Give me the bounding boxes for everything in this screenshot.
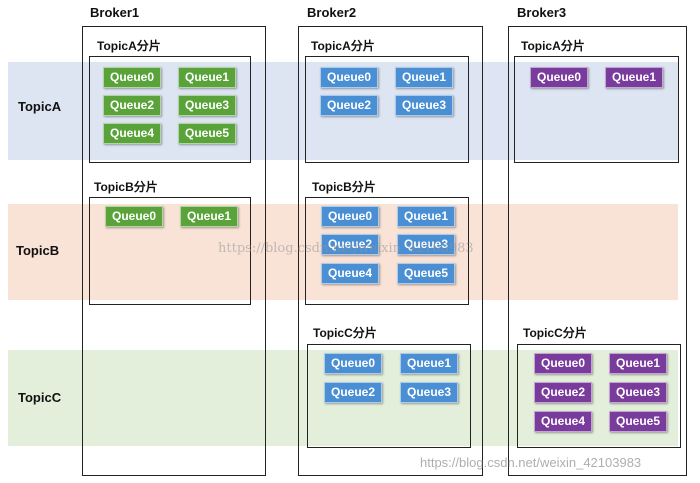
- broker1-topica-queue0: Queue0: [103, 67, 161, 88]
- broker3-box: [508, 26, 687, 476]
- broker1-topicb-queue0: Queue0: [105, 206, 163, 227]
- broker3-topica-partition: [514, 56, 679, 163]
- broker2-topicb-queue2: Queue2: [321, 234, 379, 255]
- broker2-topica-queue1: Queue1: [395, 67, 453, 88]
- broker1-topica-queue3: Queue3: [178, 95, 236, 116]
- broker1-topica-partition-title: TopicA分片: [97, 39, 161, 53]
- broker2-topicc-partition-title: TopicC分片: [313, 326, 377, 340]
- broker3-topicc-queue5: Queue5: [609, 411, 667, 432]
- broker1-topica-queue2: Queue2: [103, 95, 161, 116]
- broker1-topica-queue1: Queue1: [178, 67, 236, 88]
- broker2-topicb-partition: [305, 197, 469, 305]
- broker3-topica-queue0: Queue0: [530, 67, 588, 88]
- topic-a-label: TopicA: [18, 99, 62, 114]
- broker2-title: Broker2: [307, 5, 357, 20]
- broker2-topicc-queue1: Queue1: [400, 353, 458, 374]
- broker3-topicc-queue4: Queue4: [534, 411, 592, 432]
- broker2-topicb-partition-title: TopicB分片: [312, 180, 376, 194]
- broker2-topicc-partition: [307, 344, 471, 448]
- topic-b-label: TopicB: [16, 243, 60, 258]
- broker2-topica-queue3: Queue3: [395, 95, 453, 116]
- broker3-topicc-queue0: Queue0: [534, 353, 592, 374]
- topic-c-label: TopicC: [18, 390, 62, 405]
- broker3-topicc-queue2: Queue2: [534, 382, 592, 403]
- broker3-topica-partition-title: TopicA分片: [521, 39, 585, 53]
- broker1-topicb-partition-title: TopicB分片: [94, 180, 158, 194]
- broker1-topica-queue4: Queue4: [103, 123, 161, 144]
- broker2-topicc-queue3: Queue3: [400, 382, 458, 403]
- bottom-watermark: https://blog.csdn.net/weixin_42103983: [420, 455, 642, 470]
- broker1-title: Broker1: [90, 5, 140, 20]
- broker2-topicc-queue0: Queue0: [324, 353, 382, 374]
- broker2-topica-partition-title: TopicA分片: [311, 39, 375, 53]
- broker2-topicb-queue5: Queue5: [397, 263, 455, 284]
- broker3-topicc-partition: [517, 344, 681, 448]
- broker1-topicb-partition: [89, 197, 251, 305]
- broker3-topica-queue1: Queue1: [605, 67, 663, 88]
- broker3-topicc-partition-title: TopicC分片: [523, 326, 587, 340]
- broker1-box: [82, 26, 266, 476]
- broker3-title: Broker3: [517, 5, 567, 20]
- center-watermark: https://blog.csdn.net/weixin_42103983: [218, 241, 474, 256]
- broker1-topica-queue5: Queue5: [178, 123, 236, 144]
- broker2-topicb-queue1: Queue1: [397, 206, 455, 227]
- broker2-topicc-queue2: Queue2: [324, 382, 382, 403]
- broker2-topicb-queue0: Queue0: [321, 206, 379, 227]
- broker2-topica-queue0: Queue0: [320, 67, 378, 88]
- broker3-topicc-queue1: Queue1: [609, 353, 667, 374]
- broker2-topica-queue2: Queue2: [320, 95, 378, 116]
- broker3-topicc-queue3: Queue3: [609, 382, 667, 403]
- broker2-topicb-queue4: Queue4: [321, 263, 379, 284]
- broker1-topica-partition: [89, 56, 251, 163]
- broker1-topicb-queue1: Queue1: [180, 206, 238, 227]
- broker2-topica-partition: [305, 56, 469, 163]
- broker2-box: [298, 26, 483, 476]
- broker2-topicb-queue3: Queue3: [397, 234, 455, 255]
